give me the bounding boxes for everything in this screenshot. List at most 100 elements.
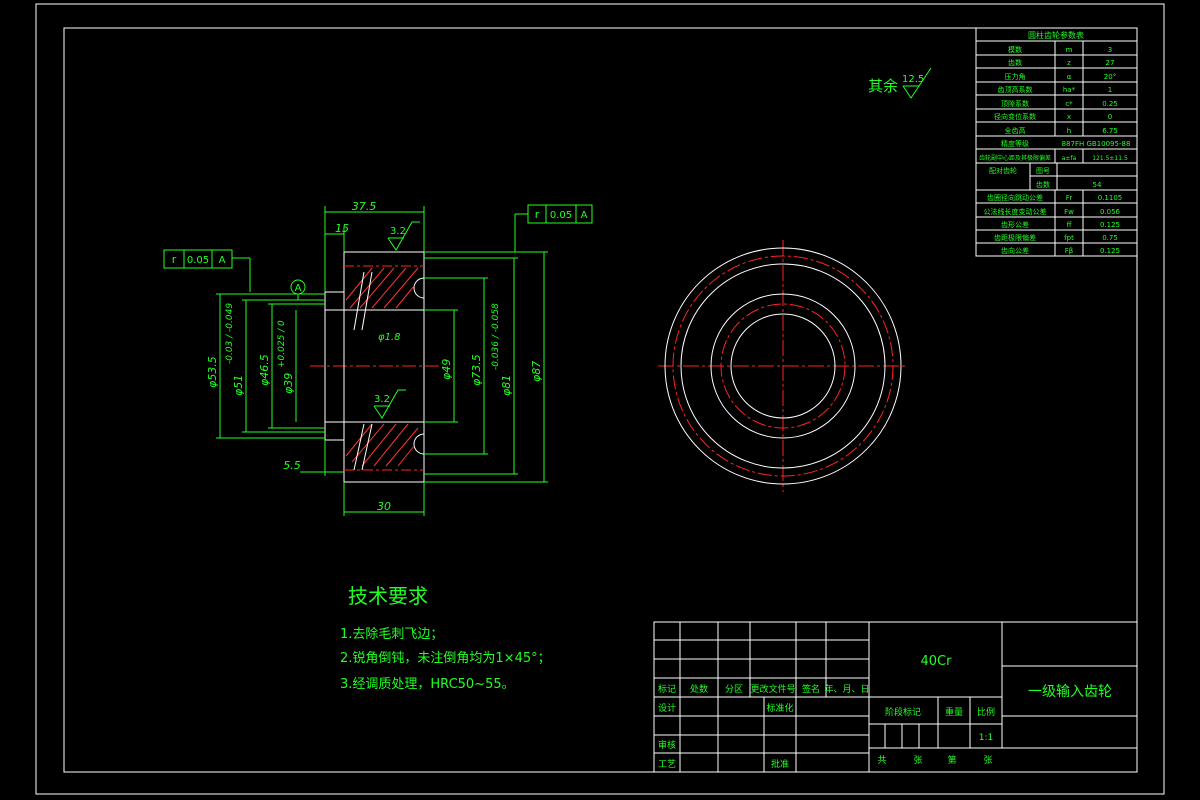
material: 40Cr [921, 654, 953, 669]
param-sym-2: α [1067, 73, 1072, 81]
tech-req-title: 技术要求 [348, 584, 428, 608]
param-val-1: 27 [1106, 59, 1115, 67]
tol-left-datum: A [219, 255, 226, 266]
tb-header-change-doc: 更改文件号 [750, 683, 795, 695]
param-sym-3: ha* [1063, 86, 1076, 94]
dim-phi-87: φ87 [530, 361, 543, 382]
datum-a-circle [290, 279, 306, 295]
param-val-2: 20° [1104, 73, 1116, 81]
tol-right-value: 0.05 [550, 210, 572, 221]
param-sym-13: ff [1067, 221, 1072, 229]
tol-right-datum: A [581, 210, 588, 221]
tol-right-symbol: r [535, 208, 540, 221]
title-block-grid [653, 621, 1138, 773]
param-sym-14: fpt [1064, 234, 1074, 242]
param-name-13: 齿形公差 [1001, 220, 1029, 229]
inner-frame [63, 27, 1138, 773]
rough-top-value: 3.2 [390, 226, 406, 237]
title-block: 40Cr 一级输入齿轮 标记 处数 分区 更改文件号 签名 年、月、日 设计 标… [658, 654, 1112, 770]
tolerance-left-text: r 0.05 A [172, 253, 226, 266]
param-name-1: 齿数 [1008, 58, 1022, 67]
roughness-note: 其余 12.5 [868, 74, 924, 95]
tolerance-right-text: r 0.05 A [535, 208, 588, 221]
param-name-9: 配对齿轮 [989, 166, 1017, 175]
dim-phi-39: φ39 [282, 373, 295, 394]
dimension-lines [216, 206, 548, 516]
param-sym-4: c* [1065, 100, 1073, 108]
param-sym-15: Fβ [1065, 247, 1074, 255]
tb-scale: 比例 [977, 706, 995, 718]
dim-phi-46-5: φ46.5 [258, 354, 271, 386]
param-sym-1: z [1067, 59, 1071, 67]
tech-req-item-3: 3.经调质处理，HRC50~55。 [340, 677, 515, 692]
tb-header-count: 处数 [690, 683, 708, 695]
param-val-4: 0.25 [1102, 100, 1118, 108]
datum-a-label: A [295, 283, 302, 294]
tb-design: 设计 [658, 702, 676, 714]
param-sym-0: m [1066, 46, 1073, 54]
param-name-4: 顶隙系数 [1001, 99, 1029, 108]
dim-phi-73-5: φ73.5 [470, 354, 483, 386]
front-view [658, 240, 908, 492]
dim-phi-1-8: φ1.8 [378, 332, 401, 343]
roughness-symbols [373, 67, 932, 419]
dim-phi-51: φ51 [232, 375, 245, 396]
param-val-11: 0.1105 [1098, 194, 1123, 202]
dim-phi-51-tol: -0.03 / -0.049 [225, 303, 235, 364]
param-name-3: 齿顶高系数 [998, 85, 1033, 94]
param-name-6: 全齿高 [1005, 126, 1026, 135]
tol-left-symbol: r [172, 253, 177, 266]
param-sym-9: 图号 [1036, 167, 1050, 175]
dim-phi-81-tol: -0.036 / -0.058 [491, 303, 501, 370]
param-name-7: 精度等级 [1001, 139, 1029, 148]
tb-sheet-unit-2: 张 [983, 755, 992, 766]
param-sym-11: Fr [1066, 194, 1073, 202]
tb-stage: 阶段标记 [885, 706, 921, 718]
param-name-5: 径向变位系数 [994, 112, 1036, 121]
dim-30: 30 [377, 500, 391, 513]
param-name-2: 压力角 [1005, 72, 1026, 81]
dim-15: 15 [335, 222, 349, 235]
param-val-12: 0.056 [1100, 208, 1121, 216]
param-sym-5: x [1067, 113, 1071, 121]
tol-left-value: 0.05 [187, 255, 209, 266]
param-table-title: 圆柱齿轮参数表 [1028, 30, 1084, 40]
dim-phi-39-tol: +0.025 / 0 [277, 320, 287, 368]
param-name-14: 齿距极限偏差 [994, 233, 1036, 242]
tb-weight: 重量 [945, 706, 963, 718]
dim-phi-49: φ49 [440, 359, 453, 380]
oil-hole [353, 271, 373, 471]
tb-sheet-unit-1: 张 [913, 755, 922, 766]
hatch-bottom [345, 423, 419, 467]
tb-approve: 批准 [771, 758, 789, 770]
dim-5-5: 5.5 [283, 459, 301, 472]
tb-review: 审核 [658, 739, 676, 751]
tb-header-mark: 标记 [658, 683, 676, 695]
param-val-0: 3 [1108, 46, 1112, 54]
rough-bottom-value: 3.2 [374, 394, 390, 405]
tb-sheet-total: 共 [877, 755, 886, 766]
tech-req-item-2: 2.锐角倒钝，未注倒角均为1×45°； [340, 651, 551, 666]
tb-scale-value: 1:1 [979, 733, 993, 743]
outer-frame [35, 3, 1165, 795]
tb-header-sign: 签名 [802, 683, 820, 695]
tech-requirements: 技术要求 1.去除毛刺飞边； 2.锐角倒钝，未注倒角均为1×45°； 3.经调质… [340, 584, 551, 692]
param-name-12: 公法线长度变动公差 [984, 207, 1047, 216]
param-sym-10: 齿数 [1036, 180, 1050, 189]
part-name: 一级输入齿轮 [1028, 684, 1112, 700]
param-val-15: 0.125 [1100, 247, 1120, 255]
tolerance-frame-left [163, 249, 233, 269]
tb-header-zone: 分区 [725, 684, 743, 695]
dim-phi-53-5: φ53.5 [206, 356, 219, 388]
param-name-15: 齿向公差 [1001, 246, 1029, 255]
param-val-7: 887FH GB10095-88 [1062, 140, 1131, 148]
param-val-10: 54 [1093, 181, 1102, 189]
tb-sheet-num: 第 [947, 754, 956, 766]
tech-req-item-1: 1.去除毛刺飞边； [340, 627, 443, 642]
tb-process: 工艺 [658, 759, 676, 770]
param-val-13: 0.125 [1100, 221, 1120, 229]
param-sym-12: Fw [1064, 208, 1074, 216]
param-name-8: 齿轮副中心距及其极限偏差 [979, 154, 1051, 162]
